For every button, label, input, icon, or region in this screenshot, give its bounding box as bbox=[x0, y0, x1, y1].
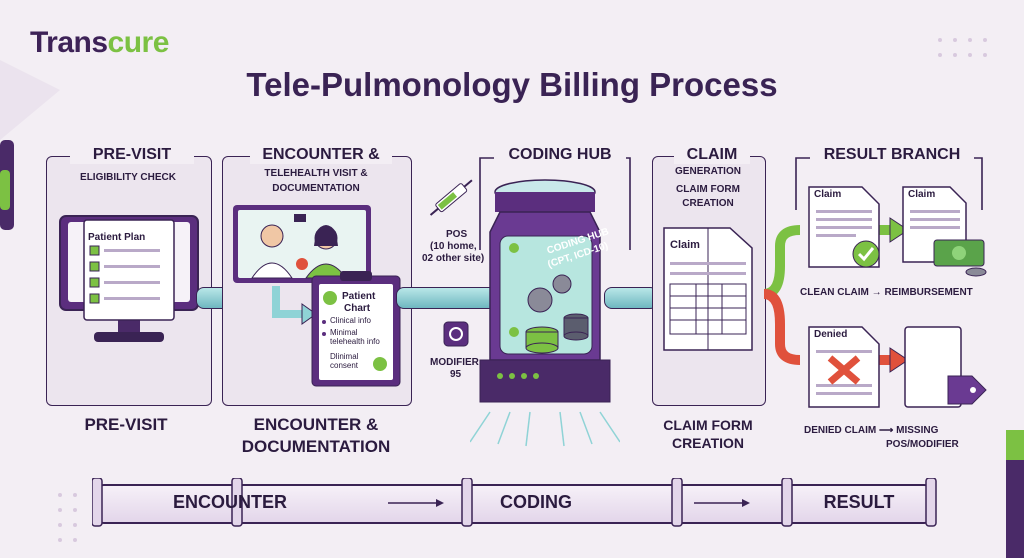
pos-label-3: 02 other site) bbox=[422, 253, 485, 264]
flow-step-encounter: ENCOUNTER bbox=[172, 492, 287, 512]
chart-item-3: Dlinimal consent bbox=[330, 352, 359, 370]
coding-hub-machine bbox=[470, 179, 620, 447]
encounter-subtitle-1: TELEHEALTH VISIT & bbox=[264, 168, 368, 179]
clean-doc-title: Claim bbox=[814, 189, 842, 200]
clean-claim-doc bbox=[808, 186, 880, 268]
modifier-label-1: MODIFIER bbox=[430, 357, 479, 368]
previsit-subtitle: ELIGIBILITY CHECK bbox=[80, 172, 176, 183]
patient-plan-title: Patient Plan bbox=[88, 232, 146, 243]
clean-claim-label: CLEAN CLAIM → REIMBURSEMENT bbox=[800, 287, 973, 298]
syringe-icon bbox=[429, 179, 473, 216]
claim-title: CLAIM bbox=[674, 146, 750, 164]
claim-bottom-label-2: CREATION bbox=[671, 435, 745, 451]
monitor-icon bbox=[59, 215, 199, 342]
flow-step-coding: CODING bbox=[500, 492, 572, 512]
encounter-bottom-label-2: DOCUMENTATION bbox=[241, 437, 391, 456]
denied-label-1: DENIED CLAIM ⟶ MISSING bbox=[804, 425, 939, 436]
reimb-doc-title: Claim bbox=[908, 189, 936, 200]
telehealth-video-icon bbox=[233, 205, 371, 283]
brand-name-pre: Trans bbox=[30, 26, 108, 59]
chart-item-2: Minimal telehealth info bbox=[330, 328, 380, 346]
page-title: Tele-Pulmonology Billing Process bbox=[246, 66, 778, 103]
encounter-bottom-label-1: ENCOUNTER & bbox=[253, 415, 379, 434]
previsit-title: PRE-VISIT bbox=[70, 146, 194, 164]
encounter-subtitle-2: DOCUMENTATION bbox=[272, 183, 360, 194]
claim-doc-title: Claim bbox=[670, 239, 700, 251]
claim-form-icon bbox=[663, 227, 753, 351]
pos-label-1: POS bbox=[446, 229, 468, 240]
arrow-to-chart-icon bbox=[272, 286, 317, 325]
chart-title-1: Patient bbox=[342, 291, 376, 302]
flow-pipe-joints bbox=[92, 478, 937, 527]
claim-subtitle-3: CREATION bbox=[682, 198, 734, 209]
denied-claim-doc bbox=[808, 326, 880, 408]
claim-bottom-label-1: CLAIM FORM bbox=[663, 417, 753, 433]
claim-subtitle-1: GENERATION bbox=[675, 166, 741, 177]
brand-logo: Transcure bbox=[30, 26, 169, 60]
modifier-chip-icon bbox=[443, 321, 469, 347]
missing-tag-doc bbox=[904, 326, 987, 408]
brand-name-post: cure bbox=[107, 26, 170, 59]
coding-hub-title: CODING HUB bbox=[494, 146, 626, 164]
clipboard-icon bbox=[311, 271, 401, 387]
pos-label-2: (10 home, bbox=[430, 241, 477, 252]
previsit-bottom-label: PRE-VISIT bbox=[84, 415, 168, 434]
denied-label-2: POS/MODIFIER bbox=[886, 439, 959, 450]
flow-step-result: RESULT bbox=[823, 492, 895, 512]
modifier-label-2: 95 bbox=[450, 369, 462, 380]
encounter-title: ENCOUNTER & bbox=[250, 146, 392, 164]
denied-doc-title: Denied bbox=[814, 329, 848, 340]
chart-item-1: Clinical info bbox=[330, 316, 371, 325]
chart-title-2: Chart bbox=[344, 303, 371, 314]
reimbursement-doc bbox=[902, 186, 987, 277]
connector-pipe-3 bbox=[604, 287, 658, 309]
claim-subtitle-2: CLAIM FORM bbox=[676, 184, 740, 195]
result-title: RESULT BRANCH bbox=[810, 146, 974, 164]
